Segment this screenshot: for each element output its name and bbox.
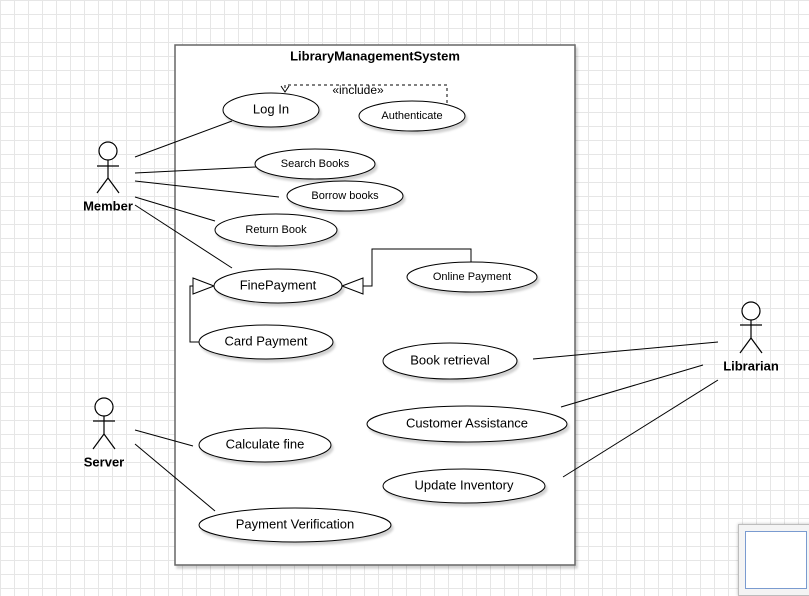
usecase-borrow-books[interactable]: Borrow books xyxy=(286,180,404,212)
usecase-update-inventory-label: Update Inventory xyxy=(414,477,514,492)
usecase-card-payment-label: Card Payment xyxy=(224,333,307,348)
usecase-return-book-label: Return Book xyxy=(245,224,307,236)
assoc-member-login[interactable] xyxy=(134,120,233,158)
system-boundary[interactable]: LibraryManagementSystem xyxy=(174,44,576,566)
usecase-update-inventory[interactable]: Update Inventory xyxy=(382,468,546,504)
system-title: LibraryManagementSystem xyxy=(290,48,460,63)
usecase-payment-verification-label: Payment Verification xyxy=(236,516,355,531)
assoc-librarian-retrieval[interactable] xyxy=(532,341,719,360)
usecase-calculate-fine-label: Calculate fine xyxy=(226,436,305,451)
usecase-book-retrieval[interactable]: Book retrieval xyxy=(382,342,518,380)
actor-server[interactable]: Server xyxy=(84,397,124,469)
usecase-calculate-fine[interactable]: Calculate fine xyxy=(198,427,332,463)
usecase-payment-verification[interactable]: Payment Verification xyxy=(198,507,392,543)
usecase-book-retrieval-label: Book retrieval xyxy=(410,352,490,367)
actor-server-label: Server xyxy=(84,454,124,469)
usecase-authenticate-label: Authenticate xyxy=(381,110,442,122)
usecase-customer-assistance-label: Customer Assistance xyxy=(406,415,528,430)
usecase-search-books[interactable]: Search Books xyxy=(254,148,376,180)
assoc-member-return[interactable] xyxy=(134,196,216,222)
usecase-log-in-label: Log In xyxy=(253,101,289,116)
usecase-log-in[interactable]: Log In xyxy=(222,92,320,128)
actor-member-label: Member xyxy=(83,198,133,213)
assoc-librarian-assistance[interactable] xyxy=(560,364,704,408)
usecase-borrow-books-label: Borrow books xyxy=(311,190,379,202)
actor-librarian[interactable]: Librarian xyxy=(723,301,779,373)
usecase-search-books-label: Search Books xyxy=(281,158,350,170)
usecase-online-payment[interactable]: Online Payment xyxy=(406,261,538,293)
usecase-online-payment-label: Online Payment xyxy=(433,271,511,283)
usecase-fine-payment-label: FinePayment xyxy=(240,277,317,292)
usecase-authenticate[interactable]: Authenticate xyxy=(358,100,466,132)
minimap-viewport[interactable] xyxy=(745,531,807,589)
associations xyxy=(134,120,719,512)
assoc-member-borrow[interactable] xyxy=(134,180,280,198)
generalization-card-payment[interactable] xyxy=(189,277,216,343)
usecase-return-book[interactable]: Return Book xyxy=(214,213,338,247)
actor-librarian-label: Librarian xyxy=(723,358,779,373)
generalization-online-payment[interactable] xyxy=(340,248,472,295)
include-label: «include» xyxy=(332,83,384,97)
use-case-diagram: LibraryManagementSystem «include» Log In… xyxy=(83,44,779,566)
actor-member[interactable]: Member xyxy=(83,141,133,213)
usecase-customer-assistance[interactable]: Customer Assistance xyxy=(366,405,568,443)
assoc-librarian-inventory[interactable] xyxy=(562,379,719,478)
include-relation[interactable]: «include» xyxy=(280,83,448,103)
assoc-server-verification[interactable] xyxy=(134,443,216,512)
usecase-card-payment[interactable]: Card Payment xyxy=(198,324,334,360)
assoc-server-calculate[interactable] xyxy=(134,429,194,447)
outline-minimap[interactable] xyxy=(738,524,809,596)
assoc-member-finepayment[interactable] xyxy=(134,204,233,269)
usecase-fine-payment[interactable]: FinePayment xyxy=(213,268,343,304)
assoc-member-search[interactable] xyxy=(134,166,257,174)
